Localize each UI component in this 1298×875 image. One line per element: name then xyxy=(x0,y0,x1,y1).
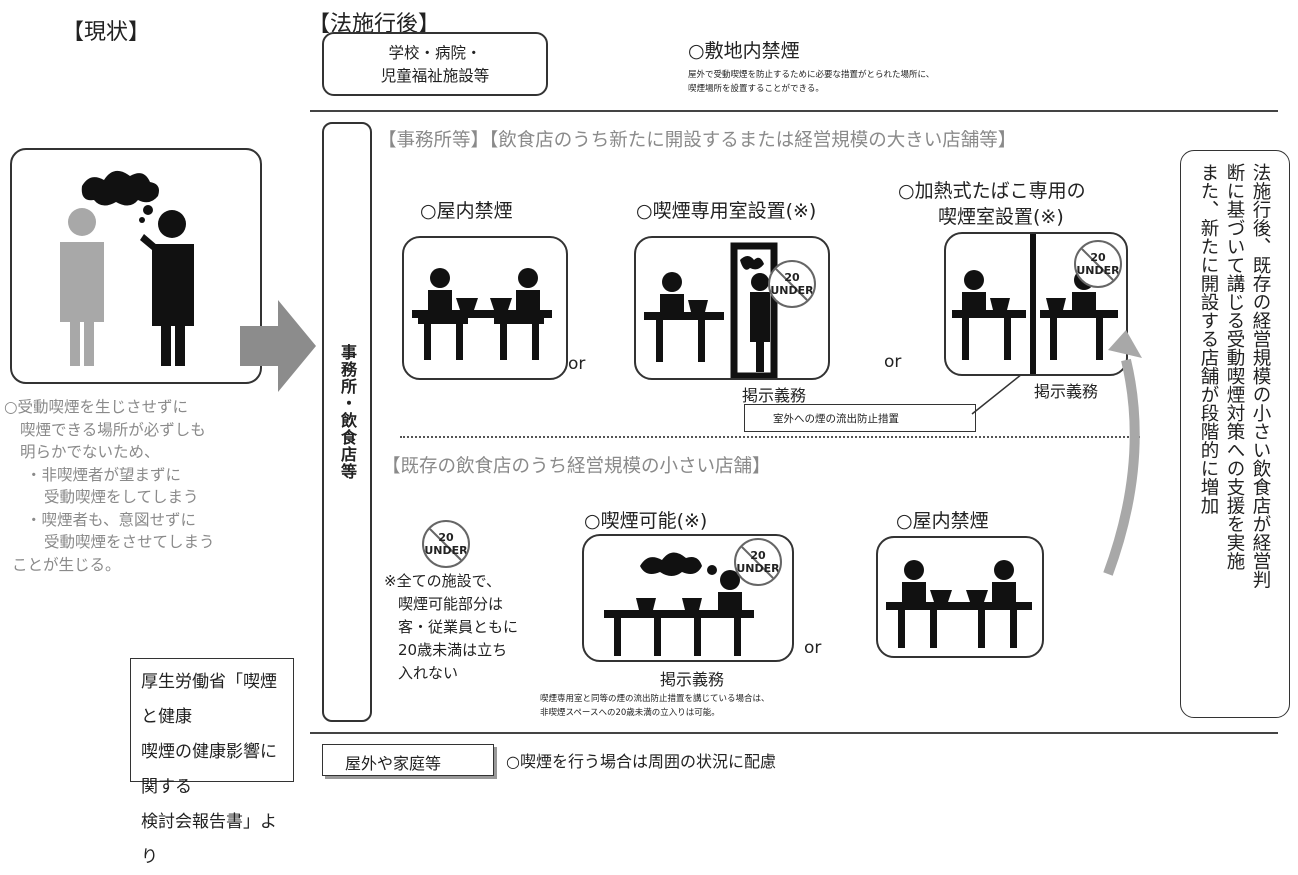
schools-label: 児童福祉施設等 xyxy=(380,67,490,85)
desc-line: ・非喫煙者が望まずに xyxy=(26,465,182,484)
badge-line: UNDER xyxy=(1076,264,1120,277)
smoking-allowed-illustration xyxy=(604,552,754,656)
desc-line: 受動喫煙をさせてしまう xyxy=(44,533,215,551)
small-opt-smoking-allowed: ○喫煙可能(※) xyxy=(584,510,708,532)
small-opt-indoor-ban: ○屋内禁煙 xyxy=(896,510,989,532)
scene-small-indoor-ban xyxy=(876,536,1044,658)
current-description: ○受動喫煙を生じさせずに 喫煙できる場所が必ずしも 明らかでないため、 ・非喫煙… xyxy=(4,396,294,576)
or-label: or xyxy=(568,354,586,374)
schools-rule-title: ○敷地内禁煙 xyxy=(688,40,800,62)
note-line: 20歳未満は立ち xyxy=(398,641,508,659)
large-section-heading: 【事務所等】【飲食店のうち新たに開設するまたは経営規模の大きい店舗等】 xyxy=(378,130,1017,151)
leader-line xyxy=(971,373,1023,415)
note-line: ※全ての施設で、 xyxy=(384,572,501,590)
current-scene xyxy=(10,148,262,384)
small-footnote: 非喫煙スペースへの20歳未満の立入りは可能。 xyxy=(540,708,720,718)
badge-line: 20 xyxy=(784,271,800,284)
diners-illustration xyxy=(886,560,1032,648)
badge-line: UNDER xyxy=(424,544,468,557)
badge-line: 20 xyxy=(750,549,766,562)
smoker-nonsmoker-illustration xyxy=(60,170,194,366)
sign-obligation: 掲示義務 xyxy=(660,670,725,689)
desc-line: ○受動喫煙を生じさせずに xyxy=(4,398,189,416)
schools-rule-note: 屋外で受動喫煙を防止するために必要な措置がとられた場所に、 xyxy=(688,70,935,80)
schools-rule-note: 喫煙場所を設置することができる。 xyxy=(688,84,824,94)
desc-line: 明らかでないため、 xyxy=(20,443,160,461)
smoking-room-illustration xyxy=(644,242,778,378)
schools-label: 学校・病院・ xyxy=(388,44,482,62)
small-section-heading: 【既存の飲食店のうち経営規模の小さい店舗】 xyxy=(382,456,771,477)
offices-label-box: 事務所・飲食店等 xyxy=(322,122,372,722)
dotted-divider xyxy=(400,436,1140,438)
offices-label: 事務所・飲食店等 xyxy=(338,344,357,480)
desc-line: ことが生じる。 xyxy=(12,555,121,574)
source-box: 厚生労働省「喫煙と健康 喫煙の健康影響に関する 検討会報告書」より xyxy=(130,658,294,867)
note-line: 喫煙可能部分は xyxy=(398,595,504,613)
or-label: or xyxy=(804,638,822,658)
or-label: or xyxy=(884,352,902,372)
large-opt-smoking-room: ○喫煙専用室設置(※) xyxy=(636,200,817,222)
curved-arrow-icon xyxy=(1103,330,1142,576)
schools-label-box: 学校・病院・ 児童福祉施設等 xyxy=(322,32,548,96)
source-line: 厚生労働省「喫煙と健康 xyxy=(141,672,277,727)
divider xyxy=(310,732,1278,734)
note-line: 入れない xyxy=(398,664,459,682)
small-footnote: 喫煙専用室と同等の煙の流出防止措置を講じている場合は、 xyxy=(540,694,770,704)
support-note-col: 断に基づいて講じる受動喫煙対策への支援を実施 xyxy=(1224,163,1245,570)
prevention-label: 室外への煙の流出防止措置 xyxy=(773,413,899,425)
scene-indoor-ban xyxy=(402,236,568,380)
desc-line: 喫煙できる場所が必ずしも xyxy=(20,420,206,439)
note-line: 客・従業員ともに xyxy=(398,618,519,636)
source-line: 検討会報告書」より xyxy=(141,812,277,867)
small-note: ※全ての施設で、 喫煙可能部分は 客・従業員ともに 20歳未満は立ち 入れない xyxy=(384,570,554,685)
sign-obligation: 掲示義務 xyxy=(1034,382,1099,401)
desc-line: ・喫煙者も、意図せずに xyxy=(26,510,197,529)
source-line: 喫煙の健康影響に関する xyxy=(141,742,277,797)
badge-line: 20 xyxy=(1090,251,1106,264)
large-opt-indoor-ban: ○屋内禁煙 xyxy=(420,200,513,222)
outdoor-label-box: 屋外や家庭等 xyxy=(322,744,494,776)
badge-line: 20 xyxy=(438,531,454,544)
large-opt-heated-room: ○加熱式たばこ専用の xyxy=(898,180,1086,202)
large-opt-heated-room: 喫煙室設置(※) xyxy=(938,206,1064,228)
divider xyxy=(310,110,1278,112)
current-heading: 【現状】 xyxy=(62,20,151,45)
desc-line: 受動喫煙をしてしまう xyxy=(44,488,199,506)
badge-line: UNDER xyxy=(736,562,780,575)
prevention-box: 室外への煙の流出防止措置 xyxy=(744,404,976,432)
support-note-col: また、新たに開設する店舗が段階的に増加 xyxy=(1198,163,1219,515)
diners-illustration xyxy=(412,268,552,360)
sign-obligation: 掲示義務 xyxy=(742,386,807,405)
support-note-col: 法施行後、既存の経営規模の小さい飲食店が経営判 xyxy=(1250,163,1271,589)
badge-line: UNDER xyxy=(770,284,814,297)
outdoor-rule: ○喫煙を行う場合は周囲の状況に配慮 xyxy=(506,752,776,771)
outdoor-label: 屋外や家庭等 xyxy=(345,754,442,773)
support-note-box: 法施行後、既存の経営規模の小さい飲食店が経営判 断に基づいて講じる受動喫煙対策へ… xyxy=(1180,150,1290,718)
support-note-text: 法施行後、既存の経営規模の小さい飲食店が経営判 断に基づいて講じる受動喫煙対策へ… xyxy=(1195,163,1273,703)
transition-arrow-icon xyxy=(240,300,316,392)
